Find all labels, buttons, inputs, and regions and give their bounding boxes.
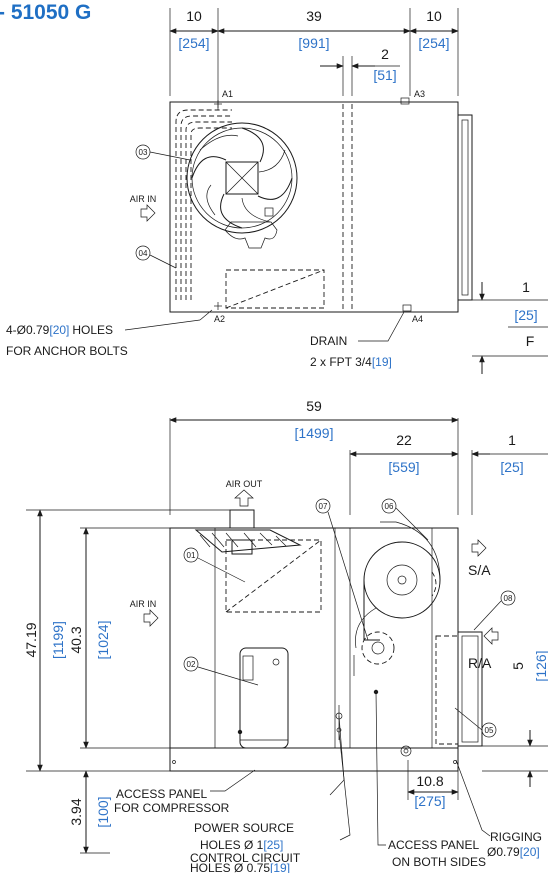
air-in-arrow-icon: [140, 204, 156, 222]
model-title: - 51050 G: [0, 1, 91, 24]
dim-edge-in: 1: [508, 432, 516, 448]
callout-03: 03: [139, 148, 148, 157]
unit-outline-front: [169, 527, 459, 749]
dim-side-in: 1: [522, 279, 530, 295]
return-air-label: R/A: [468, 655, 492, 671]
dim-width-mm: [1499]: [295, 425, 334, 441]
callout-08: 08: [504, 594, 513, 603]
anchor-a1: A1: [222, 89, 233, 99]
air-in-top: AIR IN: [130, 194, 157, 204]
anchor-holes-line2: FOR ANCHOR BOLTS: [6, 344, 128, 358]
dim-access-mm: [275]: [414, 793, 445, 809]
dim-ra-mm: [126]: [533, 650, 548, 681]
dim-total-height-in: 47.19: [23, 622, 39, 657]
unit-outline-top: [169, 101, 459, 313]
power-source-line1: POWER SOURCE: [194, 821, 294, 835]
supply-air-label: S/A: [468, 562, 491, 578]
dim-mid-mm: [991]: [298, 35, 329, 51]
rigging-line2: Ø0.79[20]: [487, 845, 540, 859]
dim-left-in: 10: [186, 8, 202, 24]
dim-total-height-mm: [1199]: [50, 621, 66, 659]
dim-access-in: 10.8: [416, 773, 443, 789]
dim-left-mm: [254]: [178, 35, 209, 51]
unit-base-rail: [169, 747, 459, 772]
dim-base-mm: [100]: [95, 796, 111, 827]
dim-drain-gap-in: 2: [381, 46, 389, 62]
callout-04: 04: [139, 249, 148, 258]
dim-coil-height-in: 40.3: [68, 626, 84, 653]
top-view: 10 [254] 39 [991] 10 [254] 2 [51]: [6, 8, 548, 374]
control-circuit-label-1: CONTROL CIRCUIT: [190, 851, 301, 865]
blower: [353, 521, 441, 676]
callout-02: 02: [187, 660, 196, 669]
air-out-label: AIR OUT: [226, 479, 263, 489]
access-panel-sides-line1: ACCESS PANEL: [388, 838, 479, 852]
drain-size: 2 x FPT 3/4[19]: [310, 355, 392, 369]
compressor: [236, 647, 292, 749]
callout-05: 05: [485, 726, 494, 735]
dim-blower-mm: [559]: [388, 459, 419, 475]
front-view: 59 [1499] 22 [559] 1 [25] 47.19 [1199] 4…: [23, 398, 548, 869]
fan-top: [186, 122, 298, 249]
callout-06: 06: [385, 502, 394, 511]
dim-drain-gap-mm: [51]: [373, 67, 396, 83]
return-duct-flange: [457, 631, 483, 747]
air-out-arrow-icon: [234, 489, 254, 507]
dim-side-label: F: [526, 333, 535, 349]
dim-blower-in: 22: [396, 432, 412, 448]
power-source-line2: HOLES Ø 1[25]: [200, 838, 283, 852]
dim-edge-mm: [25]: [500, 459, 523, 475]
dim-width-in: 59: [306, 398, 322, 414]
anchor-a3: A3: [414, 89, 425, 99]
dim-coil-height-mm: [1024]: [95, 621, 111, 660]
air-in-front-arrow-icon: [143, 609, 159, 627]
access-panel-sides-line2: ON BOTH SIDES: [392, 855, 486, 869]
control-circuit-label-2: HOLES Ø 0.75[19]: [190, 861, 290, 873]
access-panel-compressor-line2: FOR COMPRESSOR: [114, 801, 230, 815]
dim-base-in: 3.94: [68, 798, 84, 825]
callout-01: 01: [187, 551, 196, 560]
dim-right-mm: [254]: [418, 35, 449, 51]
callout-07: 07: [319, 502, 328, 511]
rigging-line1: RIGGING: [490, 830, 542, 844]
access-panel-compressor-line1: ACCESS PANEL: [116, 787, 207, 801]
return-air-arrow-icon: [483, 627, 499, 645]
dim-right-in: 10: [426, 8, 442, 24]
dim-ra-in: 5: [510, 662, 526, 670]
side-duct-flange: [457, 114, 473, 301]
anchor-a4: A4: [412, 314, 423, 324]
anchor-holes-line1: 4-Ø0.79[20]HOLES: [6, 323, 113, 337]
dim-mid-in: 39: [306, 8, 322, 24]
air-in-front: AIR IN: [130, 599, 157, 609]
dim-side-mm: [25]: [514, 307, 537, 323]
anchor-a2: A2: [214, 314, 225, 324]
drain-label: DRAIN: [310, 334, 347, 348]
supply-air-arrow-icon: [471, 539, 487, 557]
